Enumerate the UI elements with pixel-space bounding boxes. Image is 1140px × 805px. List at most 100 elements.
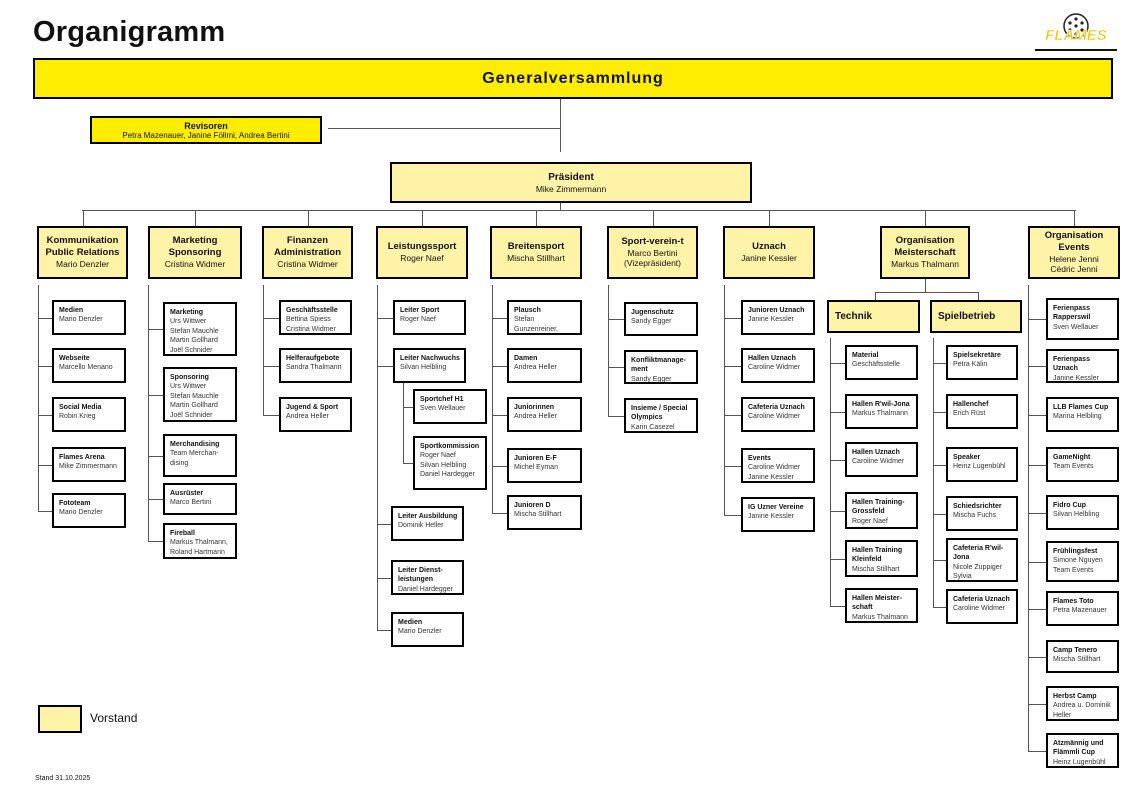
child-box-names: Silvan Helbling bbox=[1053, 511, 1100, 519]
connector-line bbox=[608, 319, 624, 320]
child-box-names: Stefan Gunzenreiner, Petra Mazenauer bbox=[514, 316, 558, 333]
child-box-names: Mario Denzler bbox=[59, 316, 103, 324]
connector-line bbox=[148, 455, 163, 457]
connector-line bbox=[1028, 414, 1046, 416]
child-box-title: Social Media bbox=[59, 404, 102, 411]
connector-line bbox=[925, 279, 926, 292]
child-box-title: Junioren Uznach bbox=[748, 307, 805, 314]
child-box-names: Geschäftsstelle bbox=[852, 361, 900, 369]
department-box-names: Markus Thalmann bbox=[891, 259, 959, 270]
child-box-title: Leiter Dienst- leistungen bbox=[398, 567, 443, 584]
department-box-title: Leistungssport bbox=[387, 241, 457, 253]
child-box-names: Mike Zimmermann bbox=[59, 463, 117, 471]
child-box-title: Juniorinnen bbox=[514, 404, 555, 411]
child-box-title: Junioren D bbox=[514, 502, 551, 509]
child-box-names: Nicole Zuppiger Sylvia Zimmermann bbox=[953, 563, 1003, 581]
svg-text:FLAMES: FLAMES bbox=[1045, 27, 1107, 44]
connector-line bbox=[1028, 608, 1046, 610]
connector-line bbox=[148, 394, 163, 396]
connector-line bbox=[377, 365, 393, 367]
child-box-title: Material bbox=[852, 352, 879, 359]
connector-line bbox=[830, 362, 845, 364]
department-box-names: Roger Naef bbox=[400, 253, 444, 264]
department-box-title: Finanzen Administration bbox=[273, 235, 342, 259]
connector-line bbox=[1028, 561, 1046, 563]
child-box-names: Heinz Lugenbühl bbox=[953, 463, 1006, 471]
connector-line bbox=[377, 285, 378, 631]
child-box-title: Leiter Ausbildung bbox=[398, 513, 458, 520]
subgroup-box: Technik bbox=[827, 300, 920, 333]
child-box-title: Leiter Sport bbox=[400, 307, 440, 314]
child-box-title: Insieme / Special Olympics bbox=[631, 405, 688, 422]
connector-line bbox=[875, 292, 978, 293]
auditors-title: Revisoren bbox=[184, 121, 228, 131]
connector-line bbox=[377, 317, 393, 319]
connector-line bbox=[830, 605, 845, 607]
connector-line bbox=[403, 383, 404, 464]
connector-line bbox=[560, 99, 561, 152]
child-box-title: Herbst Camp bbox=[1053, 693, 1097, 700]
connector-line bbox=[830, 459, 845, 461]
child-box-names: Petra Mazenauer bbox=[1053, 607, 1107, 615]
department-box-title: Breitensport bbox=[507, 241, 565, 253]
connector-line bbox=[978, 292, 979, 300]
connector-line bbox=[1074, 210, 1075, 226]
connector-line bbox=[1028, 319, 1046, 320]
connector-line bbox=[38, 510, 52, 512]
child-box-names: Petra Kälin bbox=[953, 361, 988, 369]
child-box-title: Plausch bbox=[514, 307, 541, 314]
child-box-title: Marketing bbox=[170, 309, 204, 316]
child-box-names: Janine Kessler bbox=[748, 316, 794, 324]
connector-line bbox=[1028, 750, 1046, 752]
child-box-names: Markus Thalmann bbox=[852, 410, 908, 418]
connector-line bbox=[263, 414, 279, 416]
child-box-title: Cafeteria Uznach bbox=[748, 404, 805, 411]
child-box-names: Erich Rüst bbox=[953, 410, 986, 418]
connector-line bbox=[148, 541, 163, 542]
child-box-names: Team Events bbox=[1053, 463, 1094, 471]
child-box-names: Sven Wellauer bbox=[1053, 323, 1099, 331]
department-box-names: Marco Bertini (Vizepräsident) bbox=[623, 247, 681, 269]
page-title: Organigramm bbox=[33, 16, 226, 48]
connector-line bbox=[1028, 366, 1046, 367]
department-box-names: Helene Jenni Cédric Jenni bbox=[1049, 253, 1099, 275]
child-box-names: Mario Denzler bbox=[59, 509, 103, 517]
connector-line bbox=[830, 558, 845, 560]
connector-line bbox=[377, 629, 391, 631]
connector-line bbox=[830, 411, 845, 413]
connector-line bbox=[1028, 464, 1046, 466]
child-box-title: Speaker bbox=[953, 454, 981, 461]
connector-line bbox=[724, 285, 725, 516]
connector-line bbox=[925, 210, 926, 226]
connector-line bbox=[82, 210, 1076, 211]
connector-line bbox=[536, 210, 537, 226]
department-box-title: Sport-verein-t bbox=[621, 235, 684, 247]
connector-line bbox=[492, 414, 507, 416]
department-box-title: Uznach bbox=[752, 241, 786, 253]
child-box-names: Caroline Widmer bbox=[748, 364, 801, 372]
child-box-names: Urs Wittwer Stefan Mauchle Martin Gollha… bbox=[170, 383, 219, 419]
child-box-title: Leiter Nachwuchs bbox=[400, 355, 460, 362]
